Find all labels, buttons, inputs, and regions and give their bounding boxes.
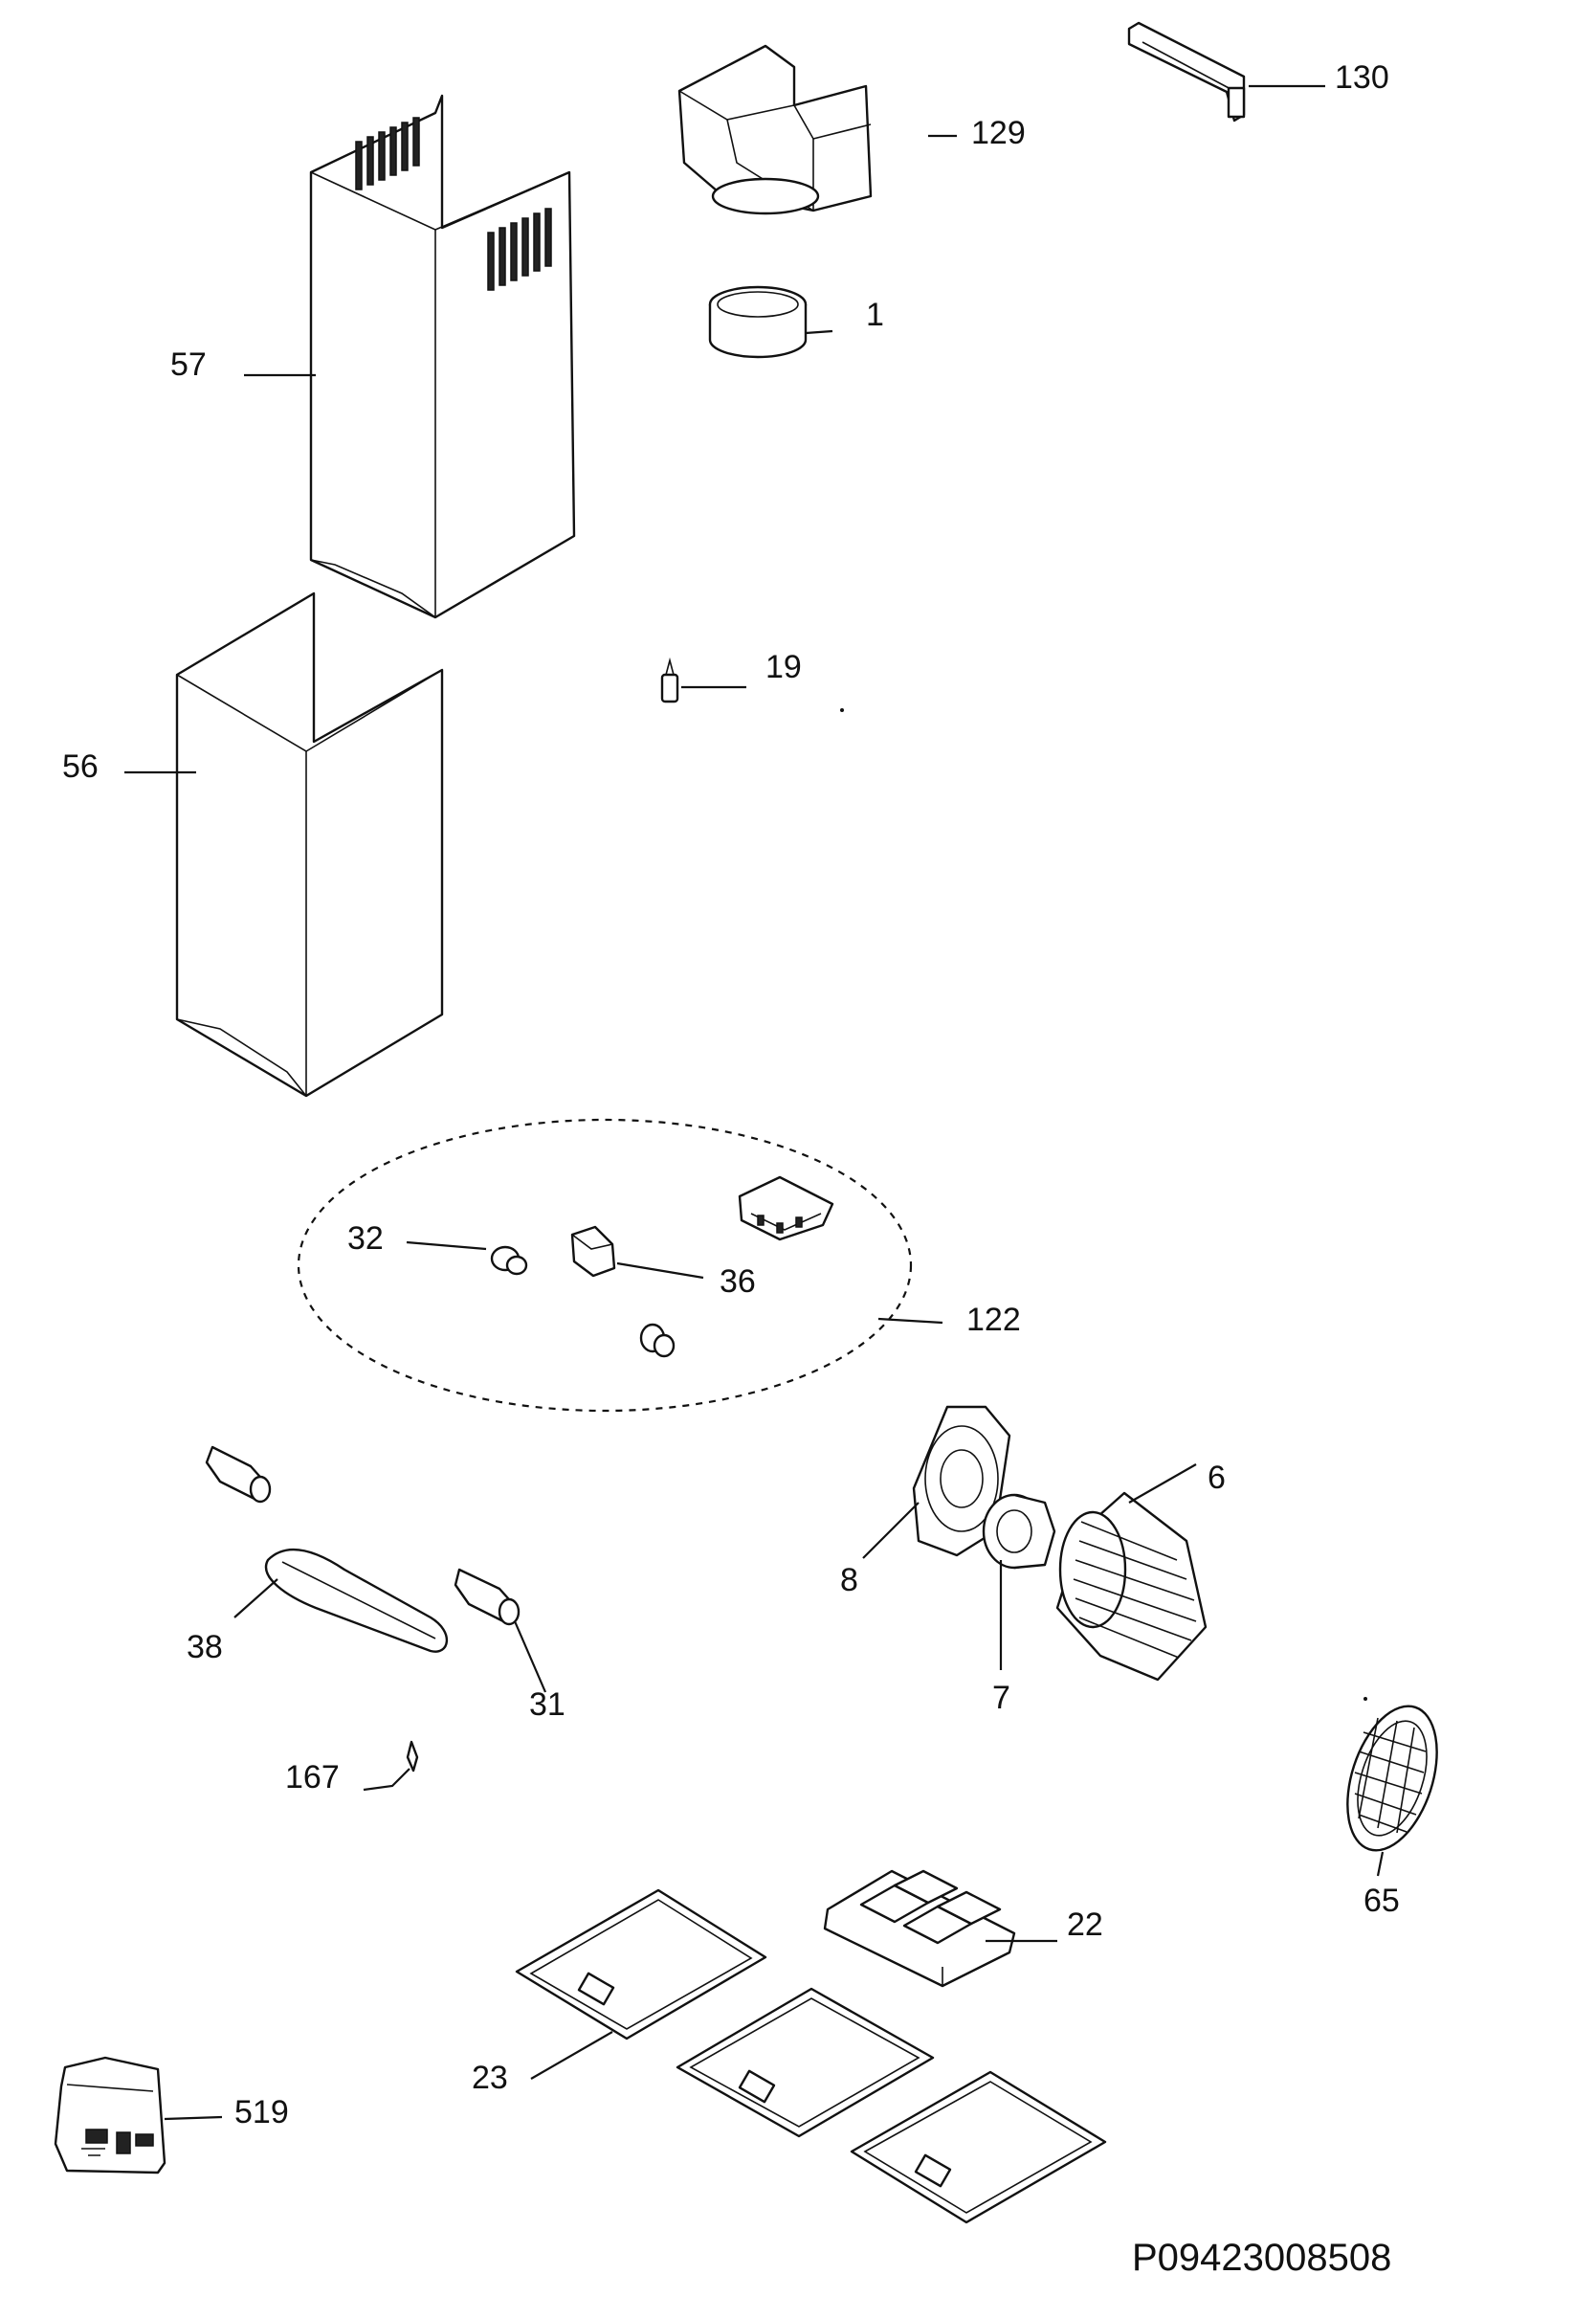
part-23-grease-filter — [676, 1987, 935, 2138]
label-1: 1 — [866, 297, 884, 333]
part-167-screw: 167 — [285, 1740, 419, 1795]
part-36-switch: 36 — [570, 1225, 756, 1300]
part-7-motor: 7 — [982, 1493, 1056, 1716]
label-36: 36 — [720, 1263, 756, 1300]
label-130: 130 — [1335, 59, 1389, 96]
part-8-motor-plate: 8 — [840, 1405, 1011, 1598]
part-130-bracket: 130 — [1127, 21, 1389, 123]
label-57: 57 — [170, 346, 207, 383]
label-23: 23 — [472, 2060, 508, 2096]
vent-grille-icon — [487, 208, 552, 291]
part-1-duct-ring: 1 — [708, 285, 884, 359]
label-38: 38 — [187, 1629, 223, 1665]
part-65-round-grille: 65 — [1346, 1697, 1438, 1919]
part-122-electrical-kit: 32 36 122 — [297, 1118, 1021, 1413]
label-32: 32 — [347, 1220, 384, 1257]
part-22-carbon-filter: 22 — [823, 1869, 1103, 1988]
label-6: 6 — [1208, 1460, 1226, 1496]
part-32-lamp-holder: 32 — [347, 1220, 528, 1276]
label-519: 519 — [234, 2094, 289, 2130]
label-167: 167 — [285, 1759, 340, 1795]
part-38-light-bar: 38 — [187, 1548, 449, 1665]
vent-grille-icon — [355, 117, 420, 190]
part-23-grease-filter — [515, 1888, 767, 2041]
part-519-accessory-bag: 519 — [54, 2056, 289, 2174]
label-8: 8 — [840, 1562, 858, 1598]
drawing-reference-code: P09423008508 — [1132, 2237, 1391, 2279]
part-57-upper-chimney: 57 — [170, 94, 576, 619]
part-23-callout: 23 — [472, 2031, 613, 2096]
part-23-grease-filter — [850, 2070, 1107, 2224]
label-129: 129 — [971, 115, 1026, 151]
part-56-lower-chimney: 56 — [62, 591, 444, 1098]
label-22: 22 — [1067, 1907, 1103, 1943]
part-19-small-bulb: 19 — [660, 649, 844, 712]
part-lamp-cylinder — [205, 1445, 272, 1504]
part-31-bulb: 31 — [454, 1568, 565, 1723]
label-56: 56 — [62, 748, 99, 785]
label-7: 7 — [992, 1680, 1010, 1716]
part-129-outlet-box: 129 — [677, 44, 1026, 215]
label-122: 122 — [966, 1302, 1021, 1338]
label-19: 19 — [765, 649, 802, 685]
part-6-blower-wheel: 6 — [1055, 1460, 1226, 1682]
label-65: 65 — [1363, 1883, 1400, 1919]
label-31: 31 — [529, 1686, 565, 1723]
